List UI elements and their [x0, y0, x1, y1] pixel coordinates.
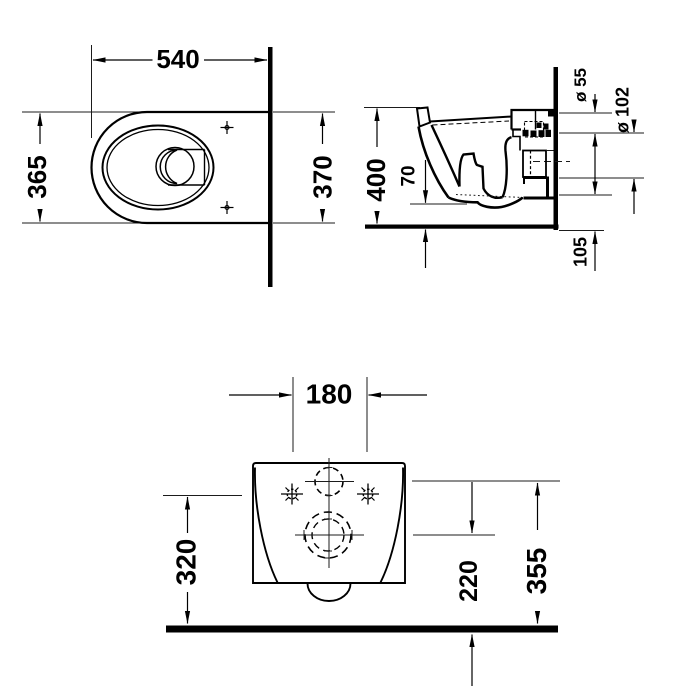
fixing-mark-top-2 — [220, 201, 234, 214]
body-outline-rear — [252, 462, 406, 584]
fixing-mark-rear-1 — [281, 483, 303, 505]
floor-line-side-view — [365, 224, 559, 229]
rear-view: 180 320 355 220 — [163, 377, 560, 686]
top-view: 540 365 370 — [22, 44, 338, 287]
fixing-mark-top-1 — [220, 121, 234, 134]
inlet-circle — [305, 466, 354, 497]
drain-arc — [306, 583, 352, 602]
outlet-circles — [295, 511, 364, 559]
dim-label-400: 400 — [361, 158, 391, 201]
dim-label-o55: ø 55 — [571, 68, 590, 102]
bowl-outline-top — [90, 110, 268, 225]
side-view: 400 70 ø 55 ø 102 105 — [361, 67, 644, 271]
dim-label-370: 370 — [308, 155, 338, 198]
dim-label-70: 70 — [399, 165, 420, 186]
floor-line-rear-view — [166, 625, 558, 633]
dim-label-320: 320 — [171, 539, 202, 586]
rim-inner-oval — [106, 128, 210, 207]
dim-label-355: 355 — [521, 548, 552, 595]
rim-outer-oval — [101, 124, 215, 211]
dim-label-180: 180 — [306, 379, 353, 410]
dim-label-365: 365 — [22, 155, 52, 198]
wall-section-side-view — [553, 67, 558, 230]
dim-label-220: 220 — [455, 560, 483, 602]
tank-connections — [510, 108, 556, 200]
bowl-profile-side — [415, 106, 524, 209]
flush-pocket — [155, 146, 206, 187]
dim-label-o102: ø 102 — [613, 87, 633, 133]
fixing-mark-rear-2 — [357, 483, 379, 505]
wall-section-top-view — [268, 47, 273, 287]
dim-label-105: 105 — [571, 237, 591, 267]
dim-label-540: 540 — [156, 44, 199, 74]
